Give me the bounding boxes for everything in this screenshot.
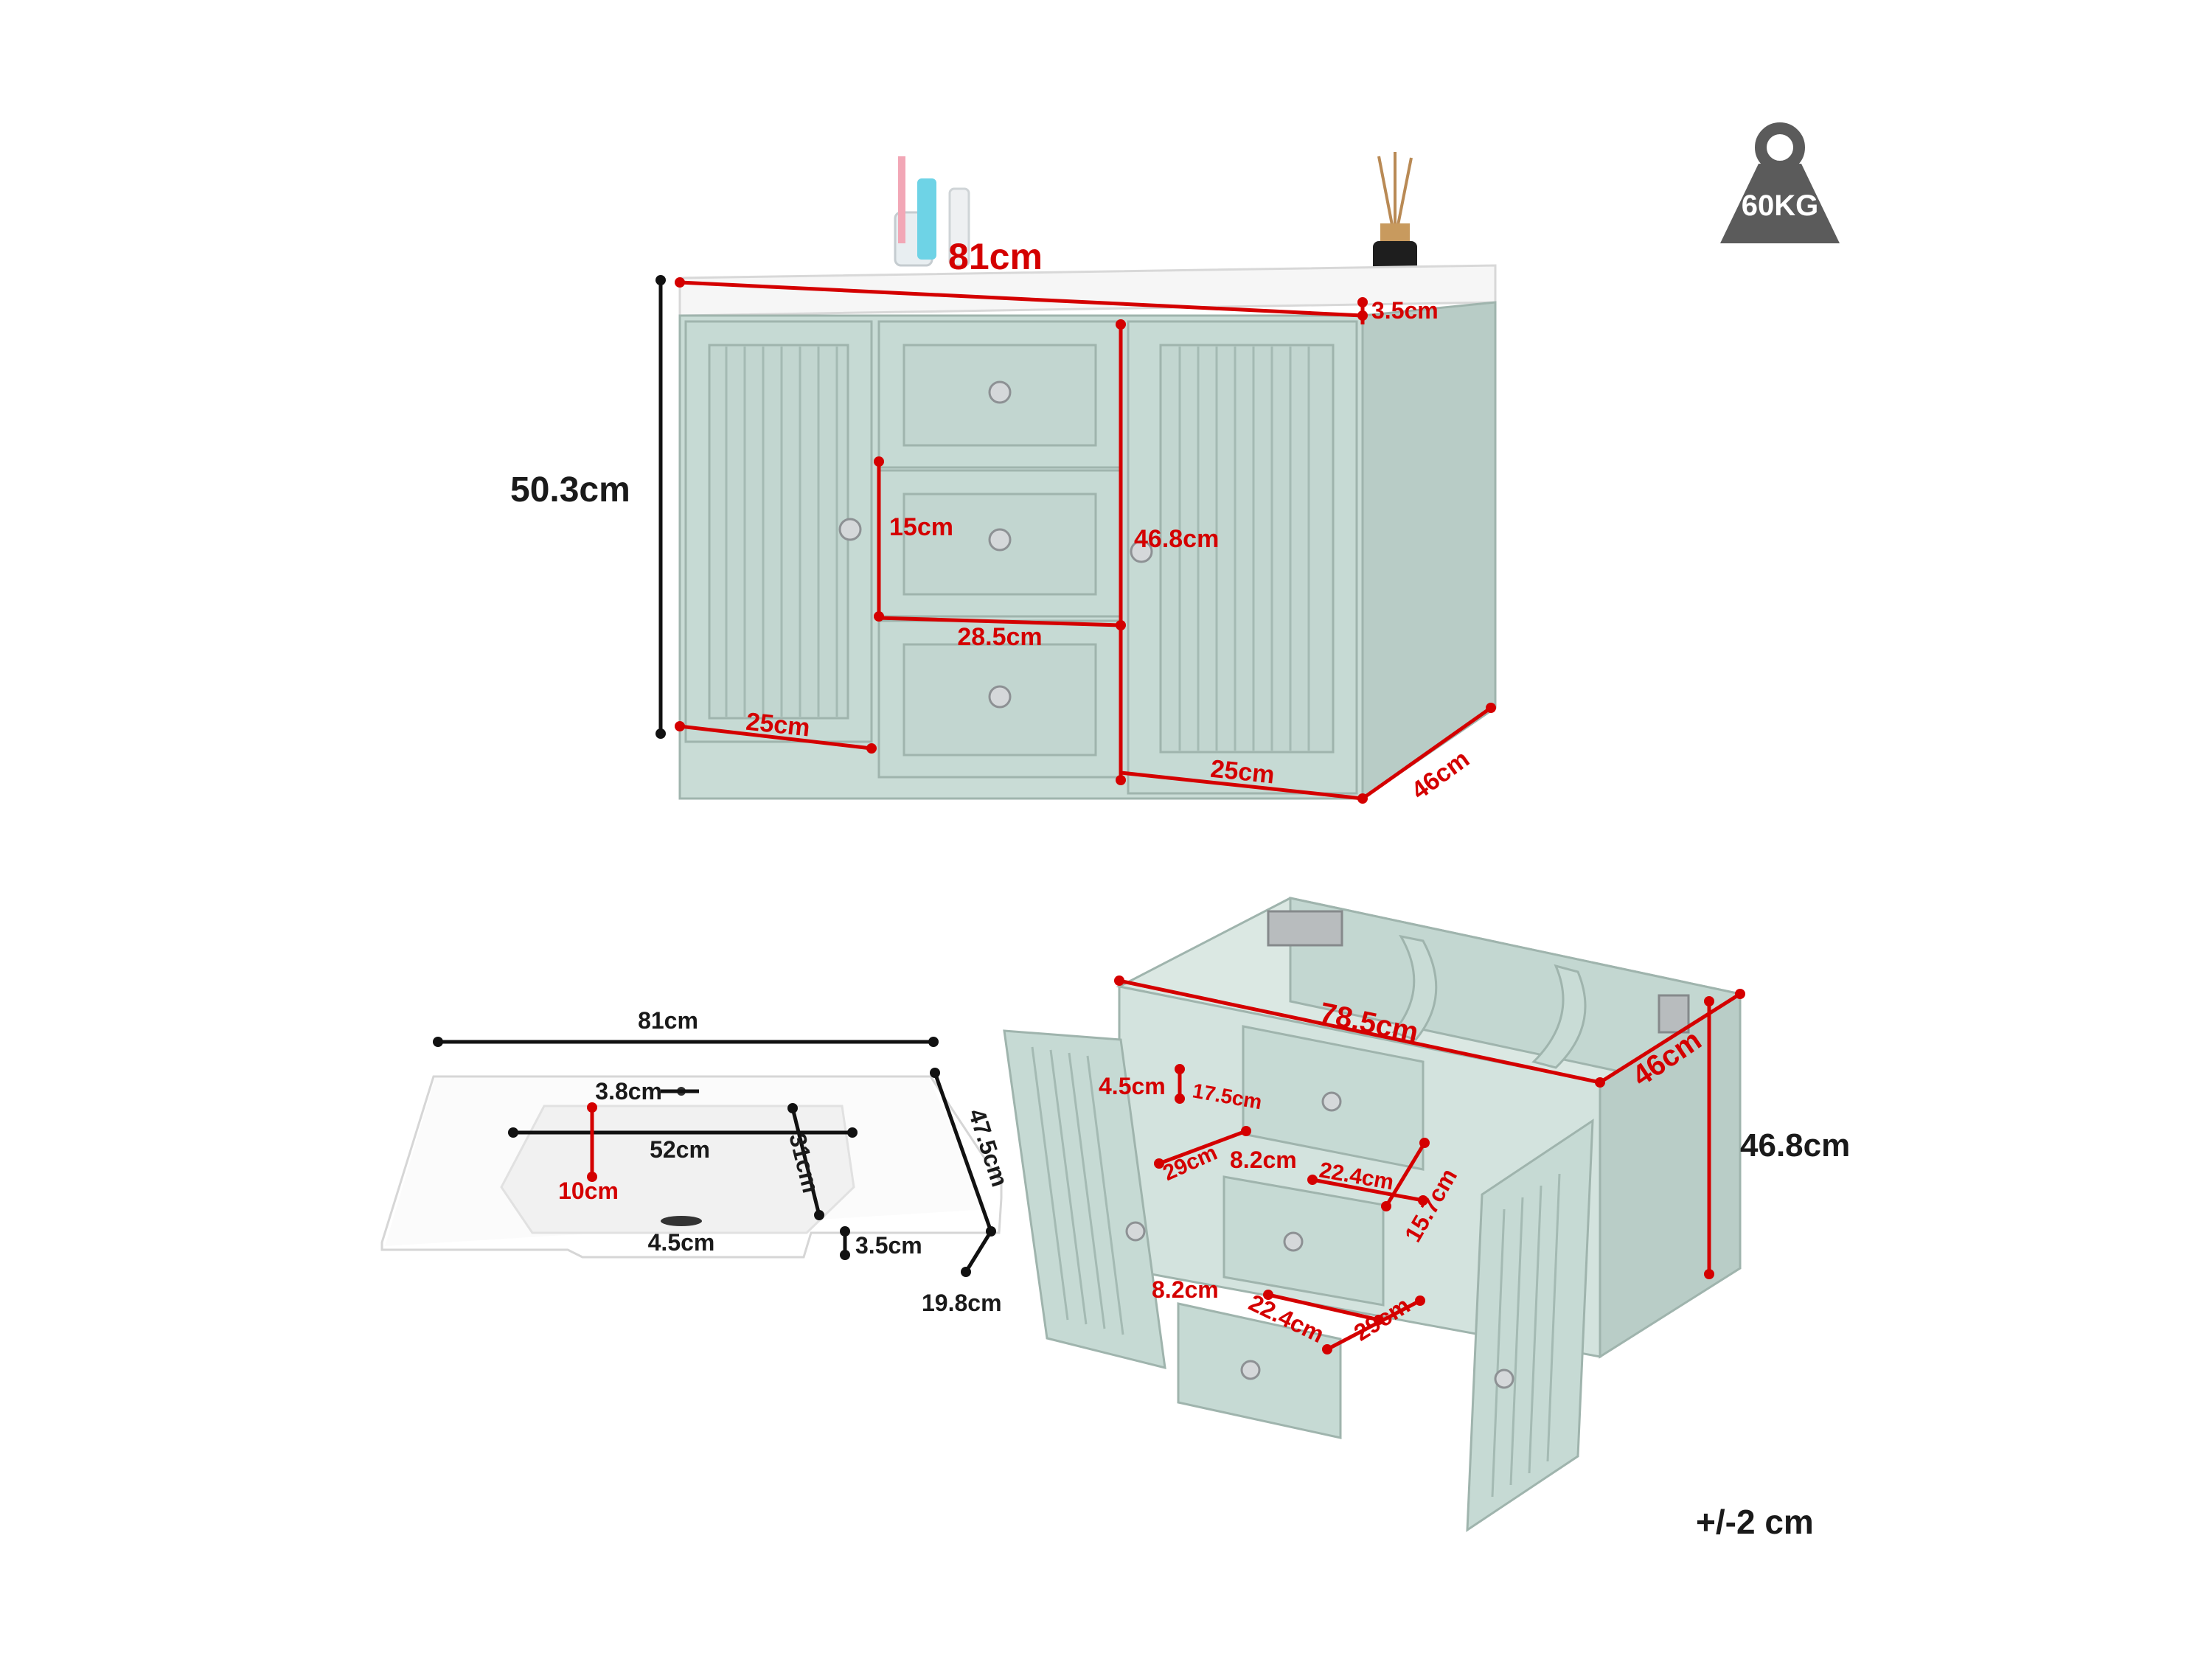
basin-bowl-offset: 10cm	[558, 1178, 619, 1204]
open-right-door	[1466, 1119, 1594, 1532]
drain-hole	[661, 1216, 702, 1226]
basin-view: 81cm 47.5cm 3.8cm 52cm 10cm 31cm 4.5cm 3…	[380, 1007, 1013, 1316]
weight-icon	[1720, 122, 1840, 243]
dim-left-door-width: 25cm	[745, 708, 811, 742]
right-door-knob	[1130, 540, 1153, 563]
toothbrush-cup	[894, 156, 970, 267]
dim-top-thickness: 3.5cm	[1371, 297, 1439, 324]
tolerance-note: +/-2 cm	[1696, 1503, 1814, 1541]
dim-total-height: 50.3cm	[510, 470, 630, 509]
right-door	[1127, 320, 1358, 795]
open-mid-side: 8.2cm	[1230, 1147, 1297, 1173]
weight-label: 60KG	[1742, 189, 1819, 222]
open-drawers	[1177, 1025, 1425, 1439]
dim-drawer-width: 28.5cm	[957, 623, 1042, 651]
open-gap: 4.5cm	[1099, 1073, 1166, 1099]
left-door	[684, 320, 873, 743]
front-view: 81cm 3.5cm 50.3cm 46.8cm 15cm 28.5cm 25c…	[510, 152, 1497, 805]
left-door-knob	[838, 518, 862, 541]
basin-rim-thickness: 3.5cm	[855, 1232, 922, 1259]
basin-bowl-width: 52cm	[650, 1136, 710, 1163]
basin-bowl-height: 19.8cm	[922, 1290, 1002, 1316]
dim-drawer-height: 15cm	[889, 513, 953, 541]
weight-badge: 60KG	[1720, 122, 1840, 243]
open-height: 46.8cm	[1740, 1127, 1850, 1164]
basin-tap-hole: 3.8cm	[595, 1078, 662, 1105]
front-drawers	[877, 320, 1122, 779]
reed-diffuser	[1373, 152, 1417, 279]
basin-width: 81cm	[638, 1007, 698, 1034]
dim-total-width: 81cm	[948, 236, 1043, 277]
dim-right-door-width: 25cm	[1209, 755, 1276, 790]
open-left-door	[1003, 1029, 1166, 1369]
basin-drain: 4.5cm	[648, 1229, 715, 1256]
open-low-side: 8.2cm	[1152, 1276, 1219, 1303]
dim-body-height: 46.8cm	[1134, 525, 1219, 553]
open-view: 78.5cm 46cm 46.8cm 4.5cm 17.5cm 29cm 8.2…	[1003, 897, 1850, 1532]
